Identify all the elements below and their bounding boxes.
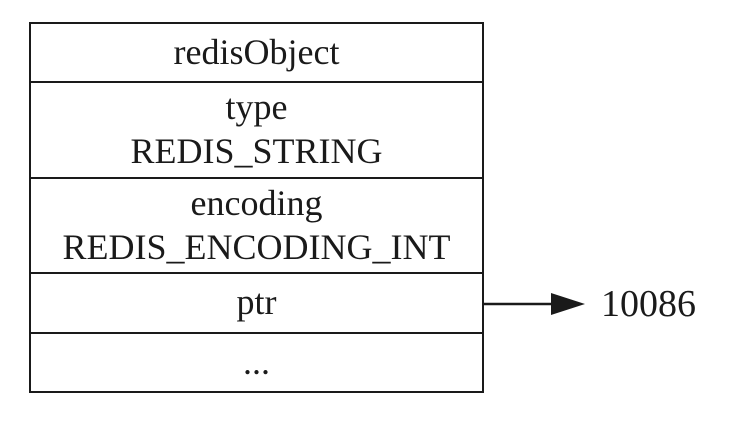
pointer-arrow-head <box>551 293 585 315</box>
encoding-field-value: REDIS_ENCODING_INT <box>62 226 451 267</box>
struct-row-ellipsis: ... <box>31 334 482 391</box>
ellipsis-label: ... <box>243 341 270 382</box>
ptr-field-label: ptr <box>236 282 277 323</box>
struct-row-ptr: ptr <box>31 274 482 334</box>
struct-row-type: type REDIS_STRING <box>31 83 482 179</box>
pointer-target-value: 10086 <box>601 283 696 325</box>
encoding-field-label: encoding <box>190 182 323 223</box>
struct-row-header: redisObject <box>31 24 482 83</box>
struct-row-encoding: encoding REDIS_ENCODING_INT <box>31 179 482 274</box>
type-field-label: type <box>225 87 288 128</box>
type-field-value: REDIS_STRING <box>130 131 383 171</box>
redis-object-struct: redisObject type REDIS_STRING encoding R… <box>29 22 484 393</box>
pointer-arrow-icon <box>483 293 585 315</box>
struct-name-label: redisObject <box>173 31 340 72</box>
